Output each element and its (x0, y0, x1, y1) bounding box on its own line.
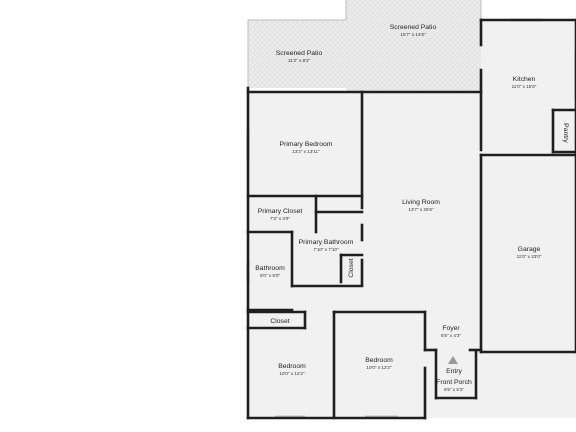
foyer-name: Foyer (442, 325, 460, 332)
primary-bathroom-dims: 7'10" x 7'10" (313, 247, 339, 252)
entry-arrow-icon (448, 356, 458, 364)
screened-patio-left-name: Screened Patio (276, 50, 323, 57)
hall-closet-name: Closet (270, 318, 289, 325)
bathroom-name: Bathroom (255, 265, 285, 272)
primary-bedroom-name: Primary Bedroom (280, 141, 333, 148)
bedroom-right-dims: 10'0" x 12'2" (366, 365, 392, 370)
screen-edges (247, 0, 482, 88)
screened-patio-right-name: Screened Patio (390, 24, 437, 31)
kitchen-name: Kitchen (513, 76, 536, 83)
primary-bathroom-name: Primary Bathroom (299, 239, 354, 246)
bedroom-left-name: Bedroom (278, 363, 306, 370)
screened-patio-left-floor (248, 20, 346, 88)
room-labels: Screened Patio 11'2" x 8'2" Screened Pat… (255, 24, 569, 392)
bedroom-right-name: Bedroom (365, 357, 393, 364)
bathroom-dims: 5'0" x 9'0" (260, 273, 280, 278)
living-room-name: Living Room (402, 199, 440, 206)
screened-patio-right-floor (346, 0, 481, 92)
garage-dims: 11'0" x 23'0" (517, 254, 542, 259)
front-porch-name: Front Porch (436, 379, 472, 386)
interior-floors (248, 20, 576, 418)
patio-areas (248, 0, 481, 92)
screened-patio-left-dims: 11'2" x 8'2" (288, 58, 311, 63)
living-room-dims: 13'7" x 25'8" (408, 207, 434, 212)
screened-patio-right-dims: 15'7" x 14'8" (400, 32, 426, 37)
front-porch-dims: 6'5" x 5'3" (444, 387, 464, 392)
foyer-dims: 6'5" x 4'3" (441, 333, 461, 338)
bedroom-left-dims: 10'0" x 12'2" (279, 371, 305, 376)
primary-closet-name: Primary Closet (258, 208, 303, 215)
garage-name: Garage (518, 246, 541, 253)
bath-closet-name: Closet (348, 258, 355, 277)
pantry-name: Pantry (562, 123, 569, 143)
entry-name: Entry (446, 368, 462, 375)
walls (246, 18, 576, 420)
primary-bedroom-dims: 13'2" x 13'11" (292, 149, 320, 154)
kitchen-dims: 11'0" x 15'6" (512, 84, 537, 89)
primary-closet-dims: 7'3" x 3'9" (270, 216, 290, 221)
